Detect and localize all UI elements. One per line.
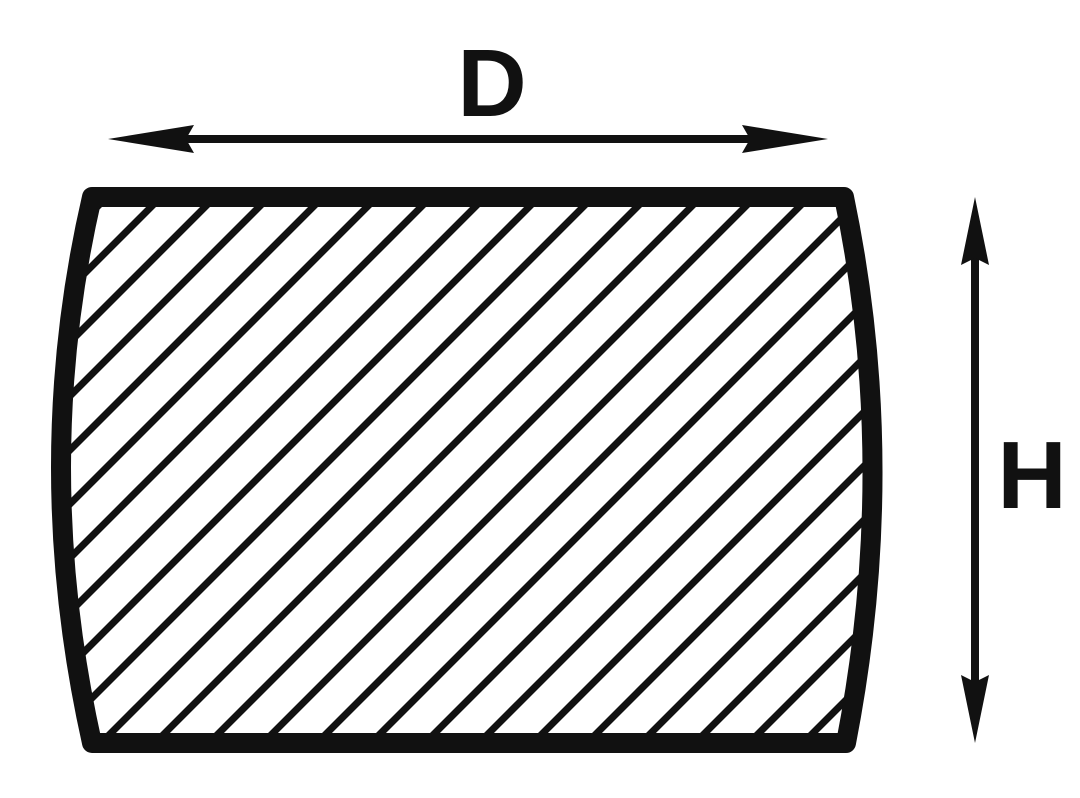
height-dimension-arrow — [961, 197, 989, 743]
hatch-line — [634, 197, 873, 743]
arrowhead-down-icon — [961, 675, 989, 743]
hatch-line — [310, 197, 873, 743]
hatch-lines — [61, 197, 873, 743]
hatch-line — [202, 197, 873, 743]
height-label: H — [997, 422, 1066, 529]
hatch-line — [61, 197, 478, 743]
hatch-line — [61, 197, 262, 743]
hatch-line — [61, 197, 586, 743]
arrowhead-up-icon — [961, 197, 989, 265]
hatch-line — [526, 197, 873, 743]
hatch-line — [94, 197, 802, 743]
hatch-line — [580, 197, 873, 743]
hatch-line — [688, 197, 873, 743]
hatch-line — [148, 197, 856, 743]
width-dimension-arrow — [108, 125, 828, 153]
arrowhead-left-icon — [108, 125, 194, 153]
hatch-line — [472, 197, 873, 743]
arrowhead-right-icon — [742, 125, 828, 153]
hatch-line — [61, 197, 316, 743]
width-label: D — [457, 30, 526, 137]
hatch-line — [61, 197, 370, 743]
hatch-line — [61, 197, 748, 743]
hatch-line — [364, 197, 873, 743]
hatch-line — [61, 197, 640, 743]
hatch-line — [61, 197, 532, 743]
barrel-outline — [51, 187, 883, 753]
hatch-line — [418, 197, 873, 743]
hatch-line — [61, 197, 694, 743]
